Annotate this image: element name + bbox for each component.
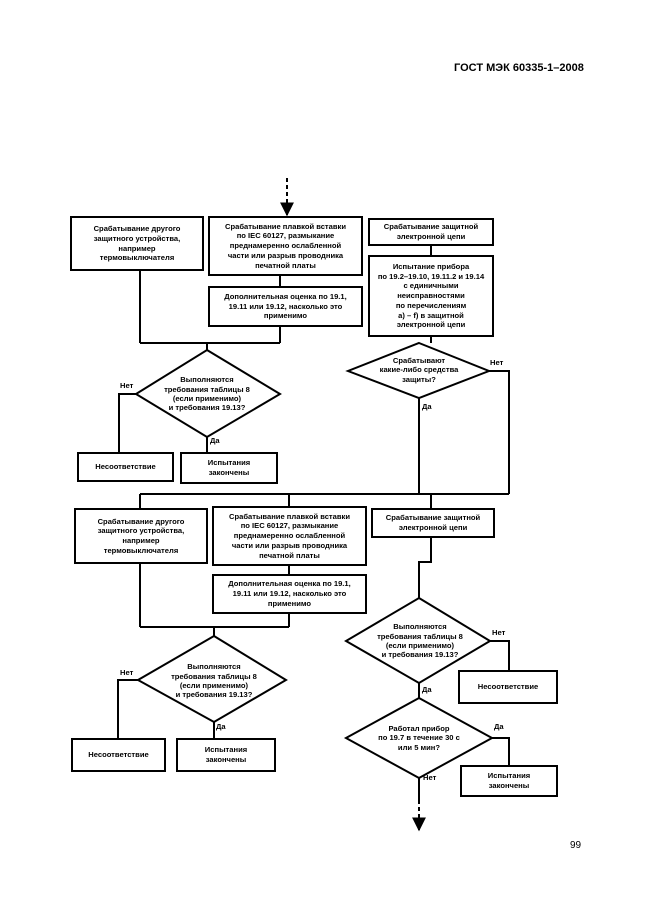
label-yes-top-right: Да	[422, 402, 432, 411]
trip-electronic-box-2: Срабатывание защитной электронной цепи	[371, 508, 495, 538]
label-no-bottom-left: Нет	[120, 668, 134, 677]
trip-fuse-box-2: Срабатывание плавкой вставки по IEC 6012…	[212, 506, 367, 566]
tests-completed-bottom-right-box: Испытания закончены	[460, 765, 558, 797]
additional-assessment-box-2: Дополнительная оценка по 19.1, 19.11 или…	[212, 574, 367, 614]
standard-header: ГОСТ МЭК 60335-1–2008	[454, 62, 584, 74]
tests-completed-bottom-left-box: Испытания закончены	[176, 738, 276, 772]
decision-protection-text: Срабатывают какие-либо средства защиты?	[379, 355, 459, 384]
decision-table8-bottom-right-text: Выполняются требования таблицы 8 (если п…	[377, 622, 463, 660]
tests-completed-top-box: Испытания закончены	[180, 452, 278, 484]
label-yes-bottom-right: Да	[422, 685, 432, 694]
trip-fuse-box: Срабатывание плавкой вставки по IEC 6012…	[208, 216, 363, 276]
label-no-top-right: Нет	[490, 358, 504, 367]
decision-table8-top-text: Выполняются требования таблицы 8 (если п…	[164, 375, 250, 413]
page-number: 99	[570, 840, 582, 851]
noncompliance-bottom-right-box: Несоответствие	[458, 670, 558, 704]
label-yes-bottom-left: Да	[216, 722, 226, 731]
additional-assessment-box: Дополнительная оценка по 19.1, 19.11 или…	[208, 286, 363, 327]
trip-electronic-box: Срабатывание защитной электронной цепи	[368, 218, 494, 246]
test-device-box: Испытание прибора по 19.2–19.10, 19.11.2…	[368, 255, 494, 337]
decision-operation-text: Работал прибор по 19.7 в течение 30 с ил…	[378, 723, 460, 752]
noncompliance-top-box: Несоответствие	[77, 452, 174, 482]
noncompliance-bottom-left-box: Несоответствие	[71, 738, 166, 772]
label-no-top-left: Нет	[120, 381, 134, 390]
label-no-operation: Нет	[423, 773, 437, 782]
label-no-bottom-right: Нет	[492, 628, 506, 637]
trip-other-device-box-2: Срабатывание другого защитного устройств…	[74, 508, 208, 564]
decision-table8-bottom-left-text: Выполняются требования таблицы 8 (если п…	[171, 662, 257, 700]
label-yes-top-left: Да	[210, 436, 220, 445]
trip-other-device-box: Срабатывание другого защитного устройств…	[70, 216, 204, 271]
label-yes-operation: Да	[494, 722, 504, 731]
